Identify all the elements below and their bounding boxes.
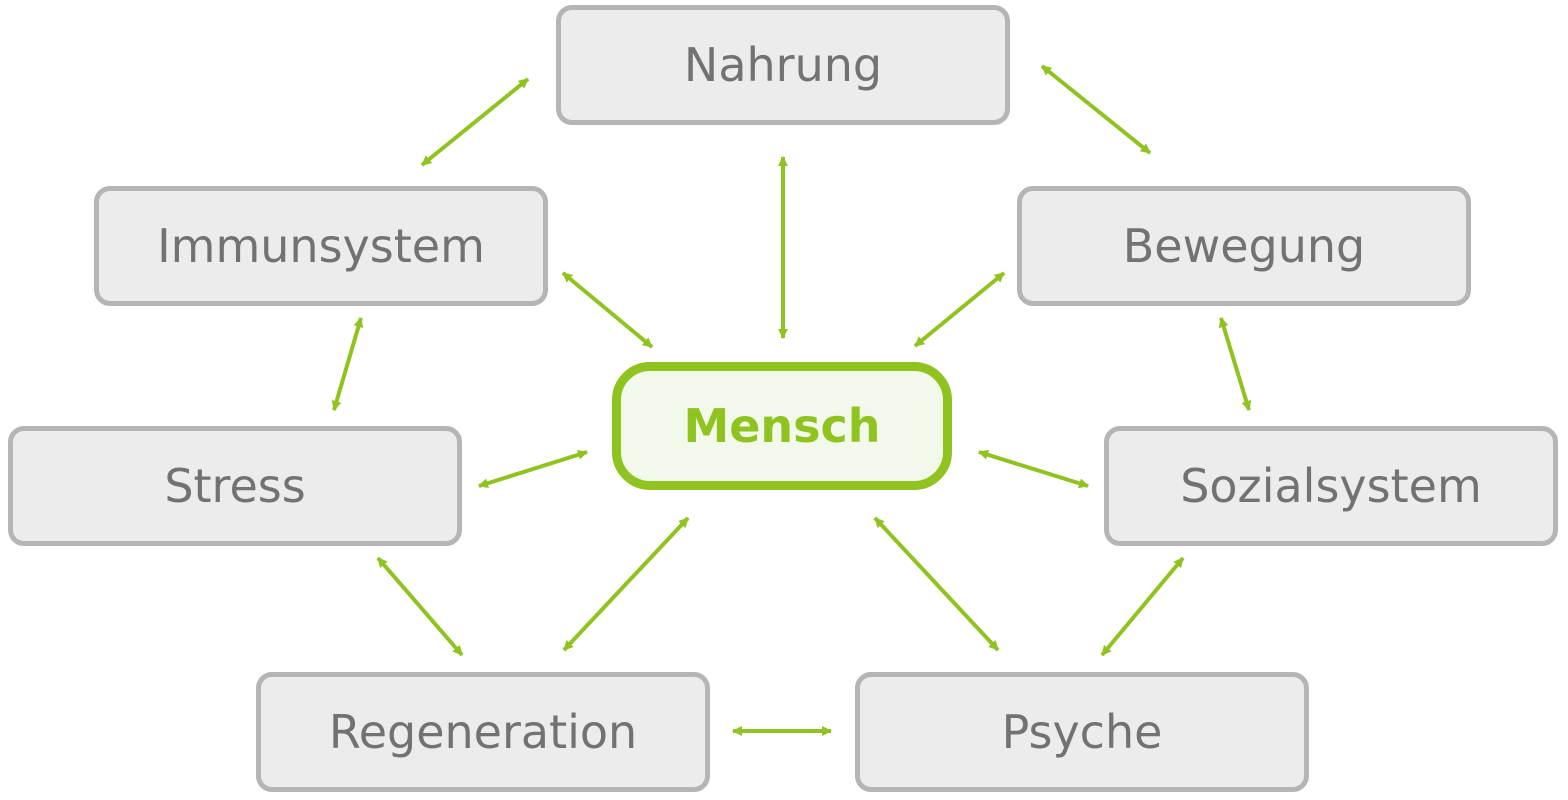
node-psyche: Psyche xyxy=(855,672,1309,792)
arrow-stress-regeneration xyxy=(376,556,464,657)
arrow-mensch-sozialsystem xyxy=(978,449,1089,489)
node-bewegung: Bewegung xyxy=(1017,186,1471,306)
arrow-nahrung-bewegung xyxy=(1040,64,1152,155)
arrow-mensch-psyche xyxy=(873,516,1000,652)
node-immunsystem: Immunsystem xyxy=(94,186,548,306)
node-nahrung: Nahrung xyxy=(556,5,1010,125)
arrow-mensch-stress xyxy=(478,449,588,489)
node-mensch-center: Mensch xyxy=(612,362,952,490)
node-regeneration: Regeneration xyxy=(256,672,710,792)
arrow-nahrung-immunsystem xyxy=(420,77,530,167)
arrow-bewegung-sozialsystem xyxy=(1218,317,1252,411)
arrow-mensch-bewegung xyxy=(913,271,1006,348)
arrow-sozialsystem-psyche xyxy=(1100,556,1185,657)
arrow-mensch-immunsystem xyxy=(561,271,654,349)
node-sozialsystem: Sozialsystem xyxy=(1104,426,1558,546)
arrow-mensch-regeneration xyxy=(562,516,690,652)
arrow-immunsystem-stress xyxy=(331,317,364,411)
node-stress: Stress xyxy=(8,426,462,546)
